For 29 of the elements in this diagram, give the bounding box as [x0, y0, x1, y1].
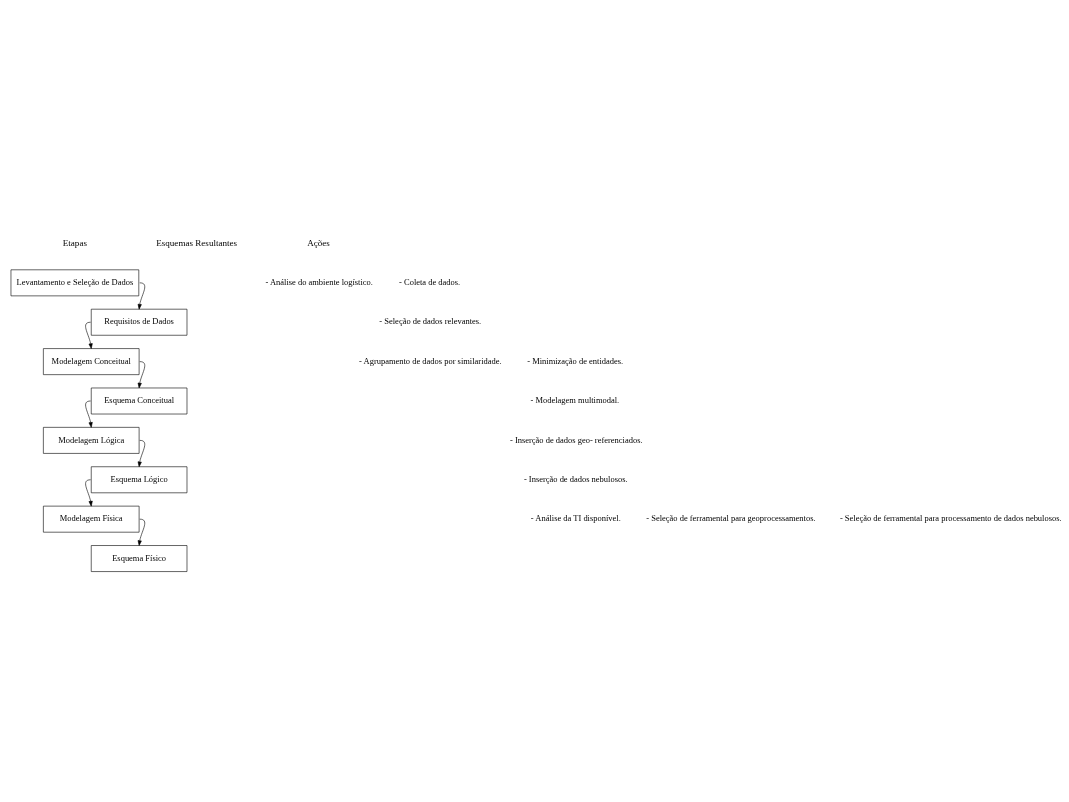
node-box: Requisitos de Dados: [90, 308, 188, 336]
label: - Coleta de dados.: [399, 277, 461, 288]
label: - Modelagem multimodal.: [530, 395, 620, 406]
label: - Seleção de ferramental para processamento de dados nebulosos.: [839, 513, 1062, 524]
arrow: [137, 518, 146, 546]
node-box: Levantamento e Seleção de Dados: [10, 269, 140, 297]
label: - Inserção de dados geo- referenciados.: [509, 434, 643, 445]
label: Ações: [307, 237, 330, 248]
node-box: Modelagem Lógica: [43, 427, 140, 454]
node-box: Esquema Conceitual: [90, 387, 188, 415]
label: - Agrupamento de dados por similaridade.: [359, 355, 502, 366]
arrow: [137, 361, 146, 389]
arrow: [137, 282, 146, 310]
label: - Seleção de ferramental para geoprocessamentos.: [646, 513, 816, 524]
arrow: [85, 479, 93, 507]
node-box: Esquema Lógico: [90, 466, 188, 494]
label: Esquemas Resultantes: [156, 237, 238, 248]
label: - Análise do ambiente logístico.: [265, 277, 373, 288]
node-box: Modelagem Conceitual: [43, 348, 140, 375]
label: - Minimização de entidades.: [527, 355, 624, 366]
label: - Seleção de dados relevantes.: [379, 316, 482, 327]
node-box: Esquema Físico: [90, 545, 188, 572]
node-box: Modelagem Física: [43, 505, 140, 533]
arrow: [85, 321, 93, 349]
label: - Análise da TI disponível.: [530, 513, 621, 524]
label: Etapas: [62, 237, 87, 248]
arrow: [85, 400, 93, 428]
arrow: [137, 440, 146, 468]
label: - Inserção de dados nebulosos.: [523, 474, 628, 485]
